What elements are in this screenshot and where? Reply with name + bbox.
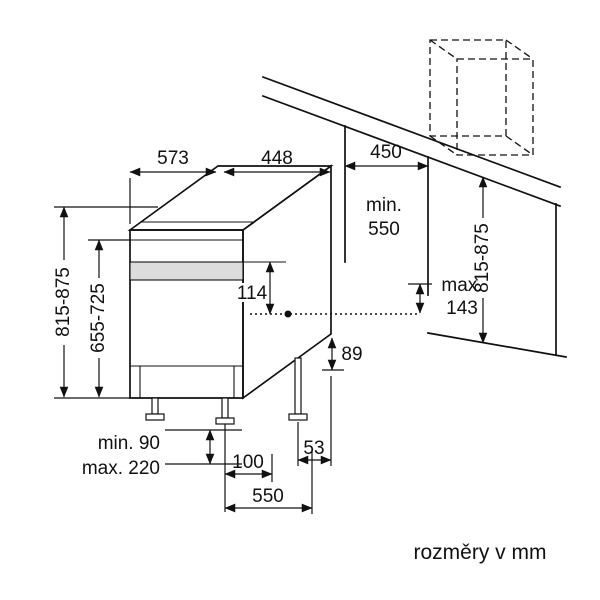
dim-label-bottom-depth: 550 xyxy=(252,486,284,507)
foot-stem xyxy=(221,397,229,419)
dim-label-niche-width: 450 xyxy=(370,142,402,163)
foot-pad xyxy=(288,413,308,421)
units-caption: rozměry v mm xyxy=(414,541,547,564)
dim-label-connection-offset: 114 xyxy=(237,283,268,304)
wall-cabinet-edge xyxy=(429,39,458,60)
dim-label-door-height: 655-725 xyxy=(88,283,109,353)
dim-label-rear-foot: 89 xyxy=(341,344,362,365)
top-face xyxy=(127,165,334,231)
wall-cabinet-edge xyxy=(429,135,458,156)
right-face xyxy=(242,164,332,400)
dim-label-top-depth: 573 xyxy=(157,148,189,169)
dim-label-connection-max-value: 143 xyxy=(446,298,478,319)
connection-marker xyxy=(250,310,418,318)
dim-label-left-height: 815-875 xyxy=(53,267,74,337)
dishwasher-unit xyxy=(127,164,334,425)
floor-line xyxy=(427,332,567,358)
foot-stem xyxy=(294,357,302,415)
wall-cabinet-front-face xyxy=(429,39,507,137)
worktop-front-edge xyxy=(261,75,562,189)
wall-cabinet-outline xyxy=(429,39,534,156)
dim-label-foot-rear: 53 xyxy=(303,438,324,459)
dim-label-right-height: 815-875 xyxy=(472,223,493,293)
front-face xyxy=(129,229,244,399)
dim-label-niche-depth-min: min. xyxy=(366,195,402,216)
wall-cabinet-edge xyxy=(505,135,534,156)
dim-label-niche-depth-value: 550 xyxy=(368,219,400,240)
adjustable-foot-front-left xyxy=(145,397,165,421)
dim-label-plinth-max: max. 220 xyxy=(82,458,160,479)
kitchen-furniture xyxy=(261,39,567,358)
foot-pad xyxy=(215,417,235,425)
dim-label-connection-max: max. xyxy=(441,275,482,296)
dim-label-plinth-min: min. 90 xyxy=(98,433,160,454)
dim-label-foot-front: 100 xyxy=(232,452,264,473)
dimension-labels: 573 448 450 min. 550 815-875 655-725 815… xyxy=(53,142,547,564)
wall-cabinet-edge xyxy=(505,39,534,60)
label-mask xyxy=(232,283,268,302)
adjustable-foot-front-right xyxy=(215,397,235,425)
dim-label-top-width: 448 xyxy=(261,148,293,169)
wall-cabinet-back-face xyxy=(456,58,534,156)
connection-dot xyxy=(284,310,292,318)
control-panel-band xyxy=(129,261,244,281)
adjustable-foot-rear xyxy=(288,357,308,421)
foot-pad xyxy=(145,413,165,421)
foot-stem xyxy=(151,397,159,415)
worktop-bottom-edge xyxy=(261,94,562,208)
dimension-annotations xyxy=(54,161,488,514)
